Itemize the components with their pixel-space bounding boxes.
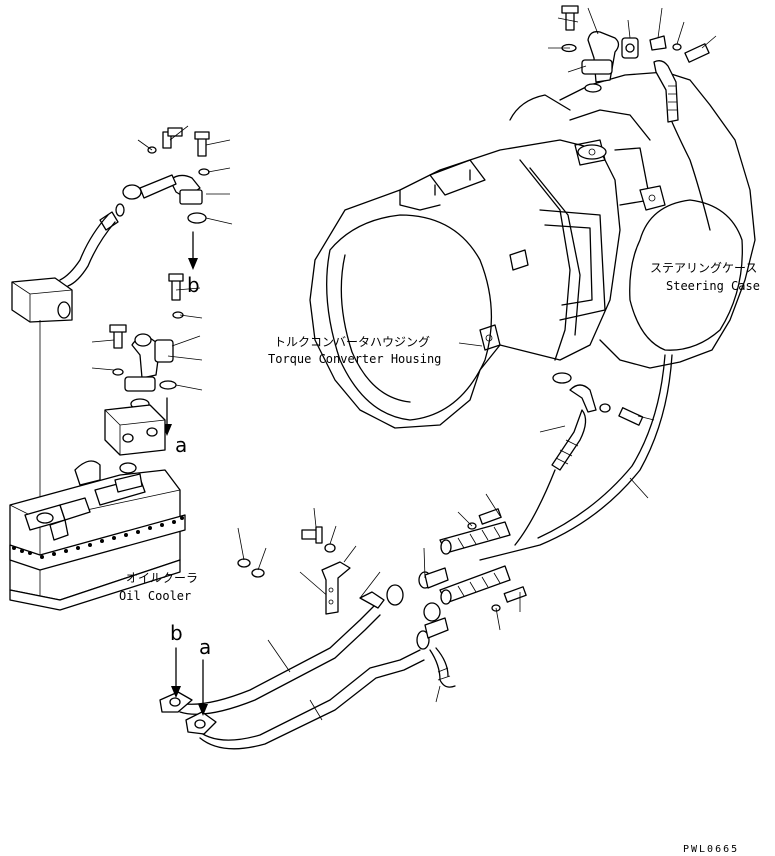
oil-cooler-en: Oil Cooler	[119, 589, 191, 603]
housing-elbow-hose	[514, 372, 655, 546]
steering-case-en: Steering Case	[666, 279, 760, 293]
long-return-hose	[479, 354, 673, 561]
torque-converter-housing	[309, 94, 621, 429]
steering-hose	[639, 121, 711, 231]
hose-fittings	[423, 493, 527, 639]
reference-a-lower: a	[199, 635, 211, 659]
upper-pipe-assembly	[11, 125, 233, 323]
lower-pipe-run	[159, 571, 456, 750]
oil-cooler	[9, 320, 186, 611]
oil-cooler-jp: オイルクーラ	[126, 571, 198, 585]
label-oil-cooler: オイルクーラ Oil Cooler	[119, 571, 198, 603]
steering-case-jp: ステアリングケース	[650, 261, 757, 275]
drawing-code: PWL0665	[683, 844, 739, 855]
reference-b-lower: b	[170, 621, 183, 645]
bracket-clamp	[237, 507, 357, 615]
torque-converter-housing-en: Torque Converter Housing	[268, 352, 441, 366]
torque-converter-housing-jp: トルクコンバータハウジング	[274, 335, 430, 349]
label-torque-converter-housing: トルクコンバータハウジング Torque Converter Housing	[268, 335, 483, 366]
reference-arrows-lower	[171, 647, 208, 716]
reference-b-upper: b	[187, 273, 200, 297]
label-steering-case: ステアリングケース Steering Case	[650, 261, 760, 293]
lower-pipe-assembly	[91, 273, 203, 436]
top-elbow-assembly	[548, 5, 717, 123]
steering-case	[559, 71, 756, 369]
reference-a-upper: a	[175, 433, 187, 457]
